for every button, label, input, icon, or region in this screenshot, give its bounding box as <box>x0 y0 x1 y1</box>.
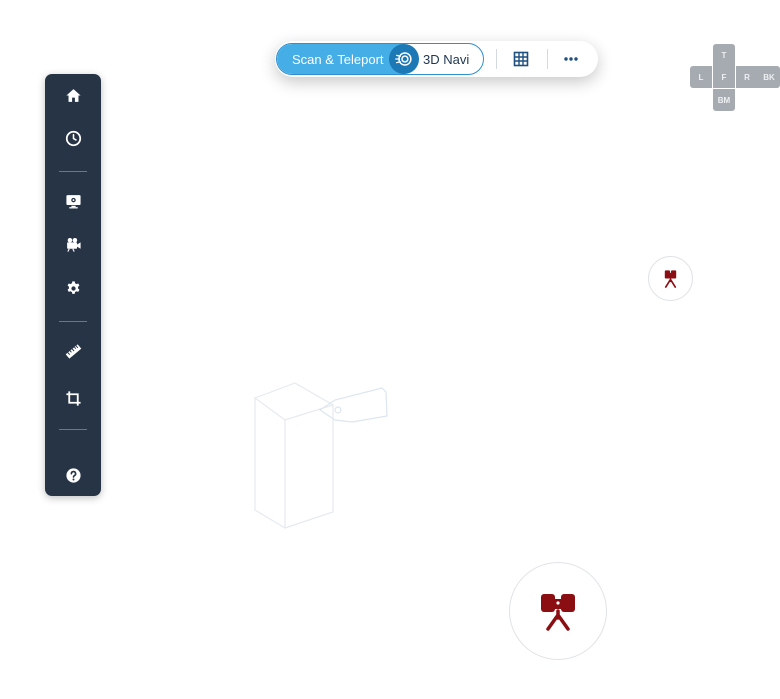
help-icon <box>65 467 81 483</box>
grid-button[interactable] <box>509 47 533 71</box>
tripod-scanner-icon <box>664 270 677 288</box>
more-icon <box>564 57 578 61</box>
3d-box-outline <box>253 382 388 530</box>
sidebar-divider <box>59 429 87 430</box>
view-cube-back[interactable]: BK <box>758 66 780 88</box>
view-cube-left[interactable]: L <box>690 66 712 88</box>
display-settings-button[interactable] <box>45 185 101 217</box>
toolbar-divider <box>496 49 497 69</box>
view-cube-right[interactable]: R <box>736 66 758 88</box>
toggle-knob[interactable] <box>389 44 419 74</box>
view-cube-top[interactable]: T <box>713 44 735 66</box>
help-button[interactable] <box>45 459 101 491</box>
top-toolbar: Scan & Teleport 3D Navi <box>275 41 598 77</box>
crop-icon <box>65 390 81 406</box>
scan-point-marker[interactable] <box>648 256 693 301</box>
settings-button[interactable] <box>45 272 101 304</box>
view-cube-front[interactable]: F <box>713 66 735 88</box>
grid-icon <box>513 51 529 67</box>
more-button[interactable] <box>559 47 583 71</box>
ruler-icon <box>65 343 81 359</box>
sidebar-divider <box>59 321 87 322</box>
spiral-icon <box>395 52 412 66</box>
gear-icon <box>67 280 79 294</box>
scan-point-marker-current[interactable] <box>509 562 607 660</box>
crop-button[interactable] <box>45 382 101 414</box>
view-cube-bottom[interactable]: BM <box>713 89 735 111</box>
history-button[interactable] <box>45 122 101 154</box>
mode-toggle[interactable]: Scan & Teleport 3D Navi <box>276 43 484 75</box>
toolbar-divider <box>547 49 548 69</box>
3d-navi-option[interactable]: 3D Navi <box>423 52 470 67</box>
scan-teleport-option[interactable]: Scan & Teleport <box>277 44 405 74</box>
sidebar-divider <box>59 171 87 172</box>
video-camera-icon <box>66 237 81 252</box>
tripod-scanner-icon <box>541 594 575 631</box>
measure-button[interactable] <box>45 335 101 367</box>
left-sidebar <box>45 74 101 496</box>
home-button[interactable] <box>45 79 101 111</box>
scan-teleport-label: Scan & Teleport <box>292 52 384 67</box>
home-icon <box>65 88 81 102</box>
monitor-settings-icon <box>65 194 81 208</box>
video-button[interactable] <box>45 228 101 260</box>
clock-icon <box>65 130 81 146</box>
